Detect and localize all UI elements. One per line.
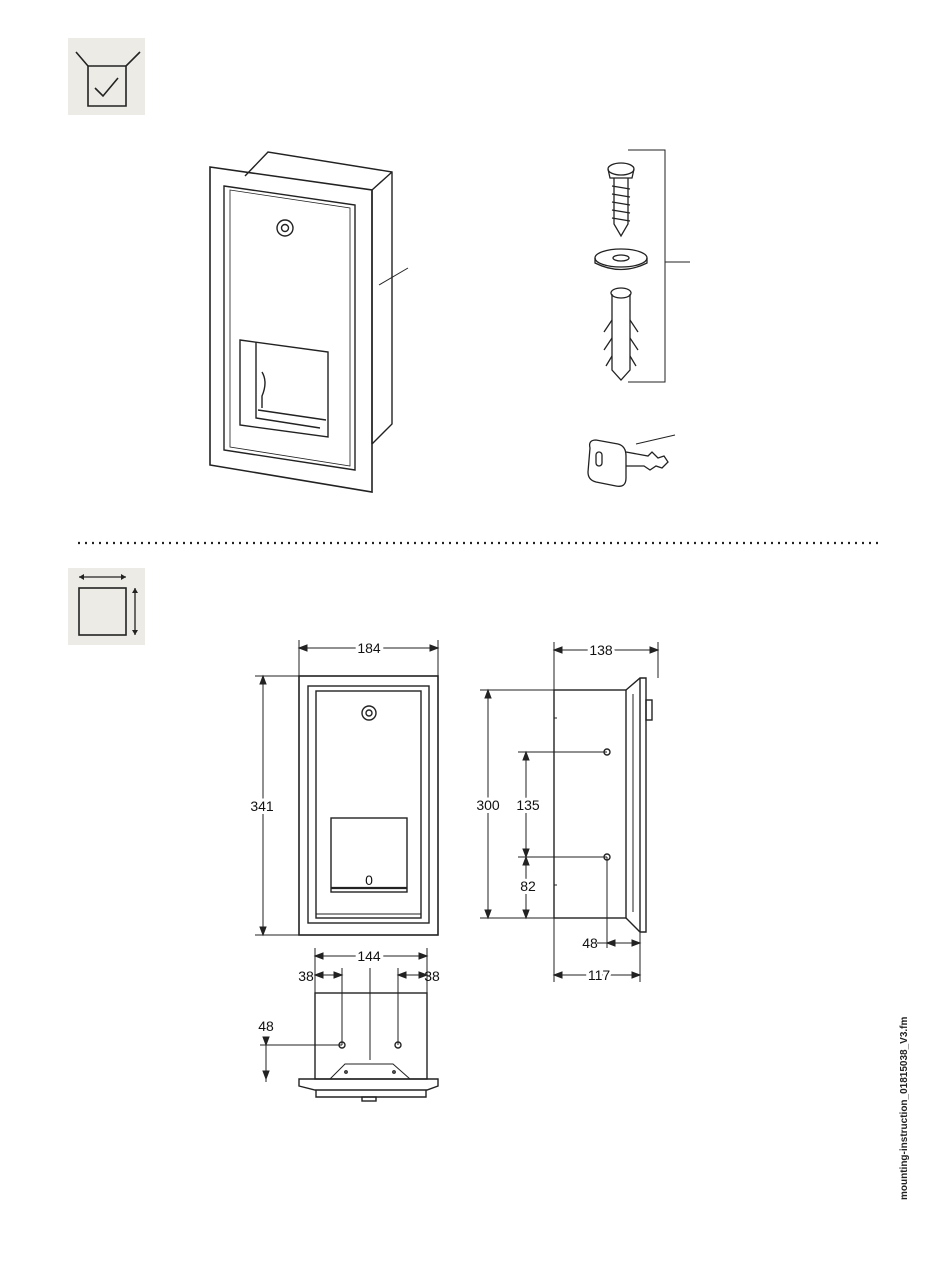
front-view [299,676,438,935]
side-recess-depth-label: 117 [588,967,611,983]
screw-icon [608,163,634,236]
side-depth-label: 138 [589,642,613,658]
bottom-right-offset-label: 38 [424,968,440,984]
side-hole-bottom-label: 82 [520,878,536,894]
side-hole-spacing-label: 135 [516,797,540,813]
bottom-left-offset-label: 38 [298,968,314,984]
side-height-label: 300 [476,797,500,813]
side-view [554,678,652,932]
washer-icon [595,249,647,270]
document-filename: mounting-instruction_01815038_V3.fm [899,1017,910,1200]
front-lock-label: 0 [365,872,373,888]
key-icon [588,435,675,486]
front-height-label: 341 [250,798,274,814]
side-view-dimensions [480,642,658,982]
bottom-view [299,993,438,1101]
accessory-bracket [628,150,690,382]
side-hole-offset-label: 48 [582,935,598,951]
bottom-hole-height-label: 48 [258,1018,274,1034]
bottom-view-dimensions [260,948,427,1082]
wall-plug-icon [604,288,638,380]
front-view-dimensions [255,640,438,935]
dispenser-illustration [210,152,408,492]
front-width-label: 184 [357,640,381,656]
bottom-width-label: 144 [357,948,381,964]
